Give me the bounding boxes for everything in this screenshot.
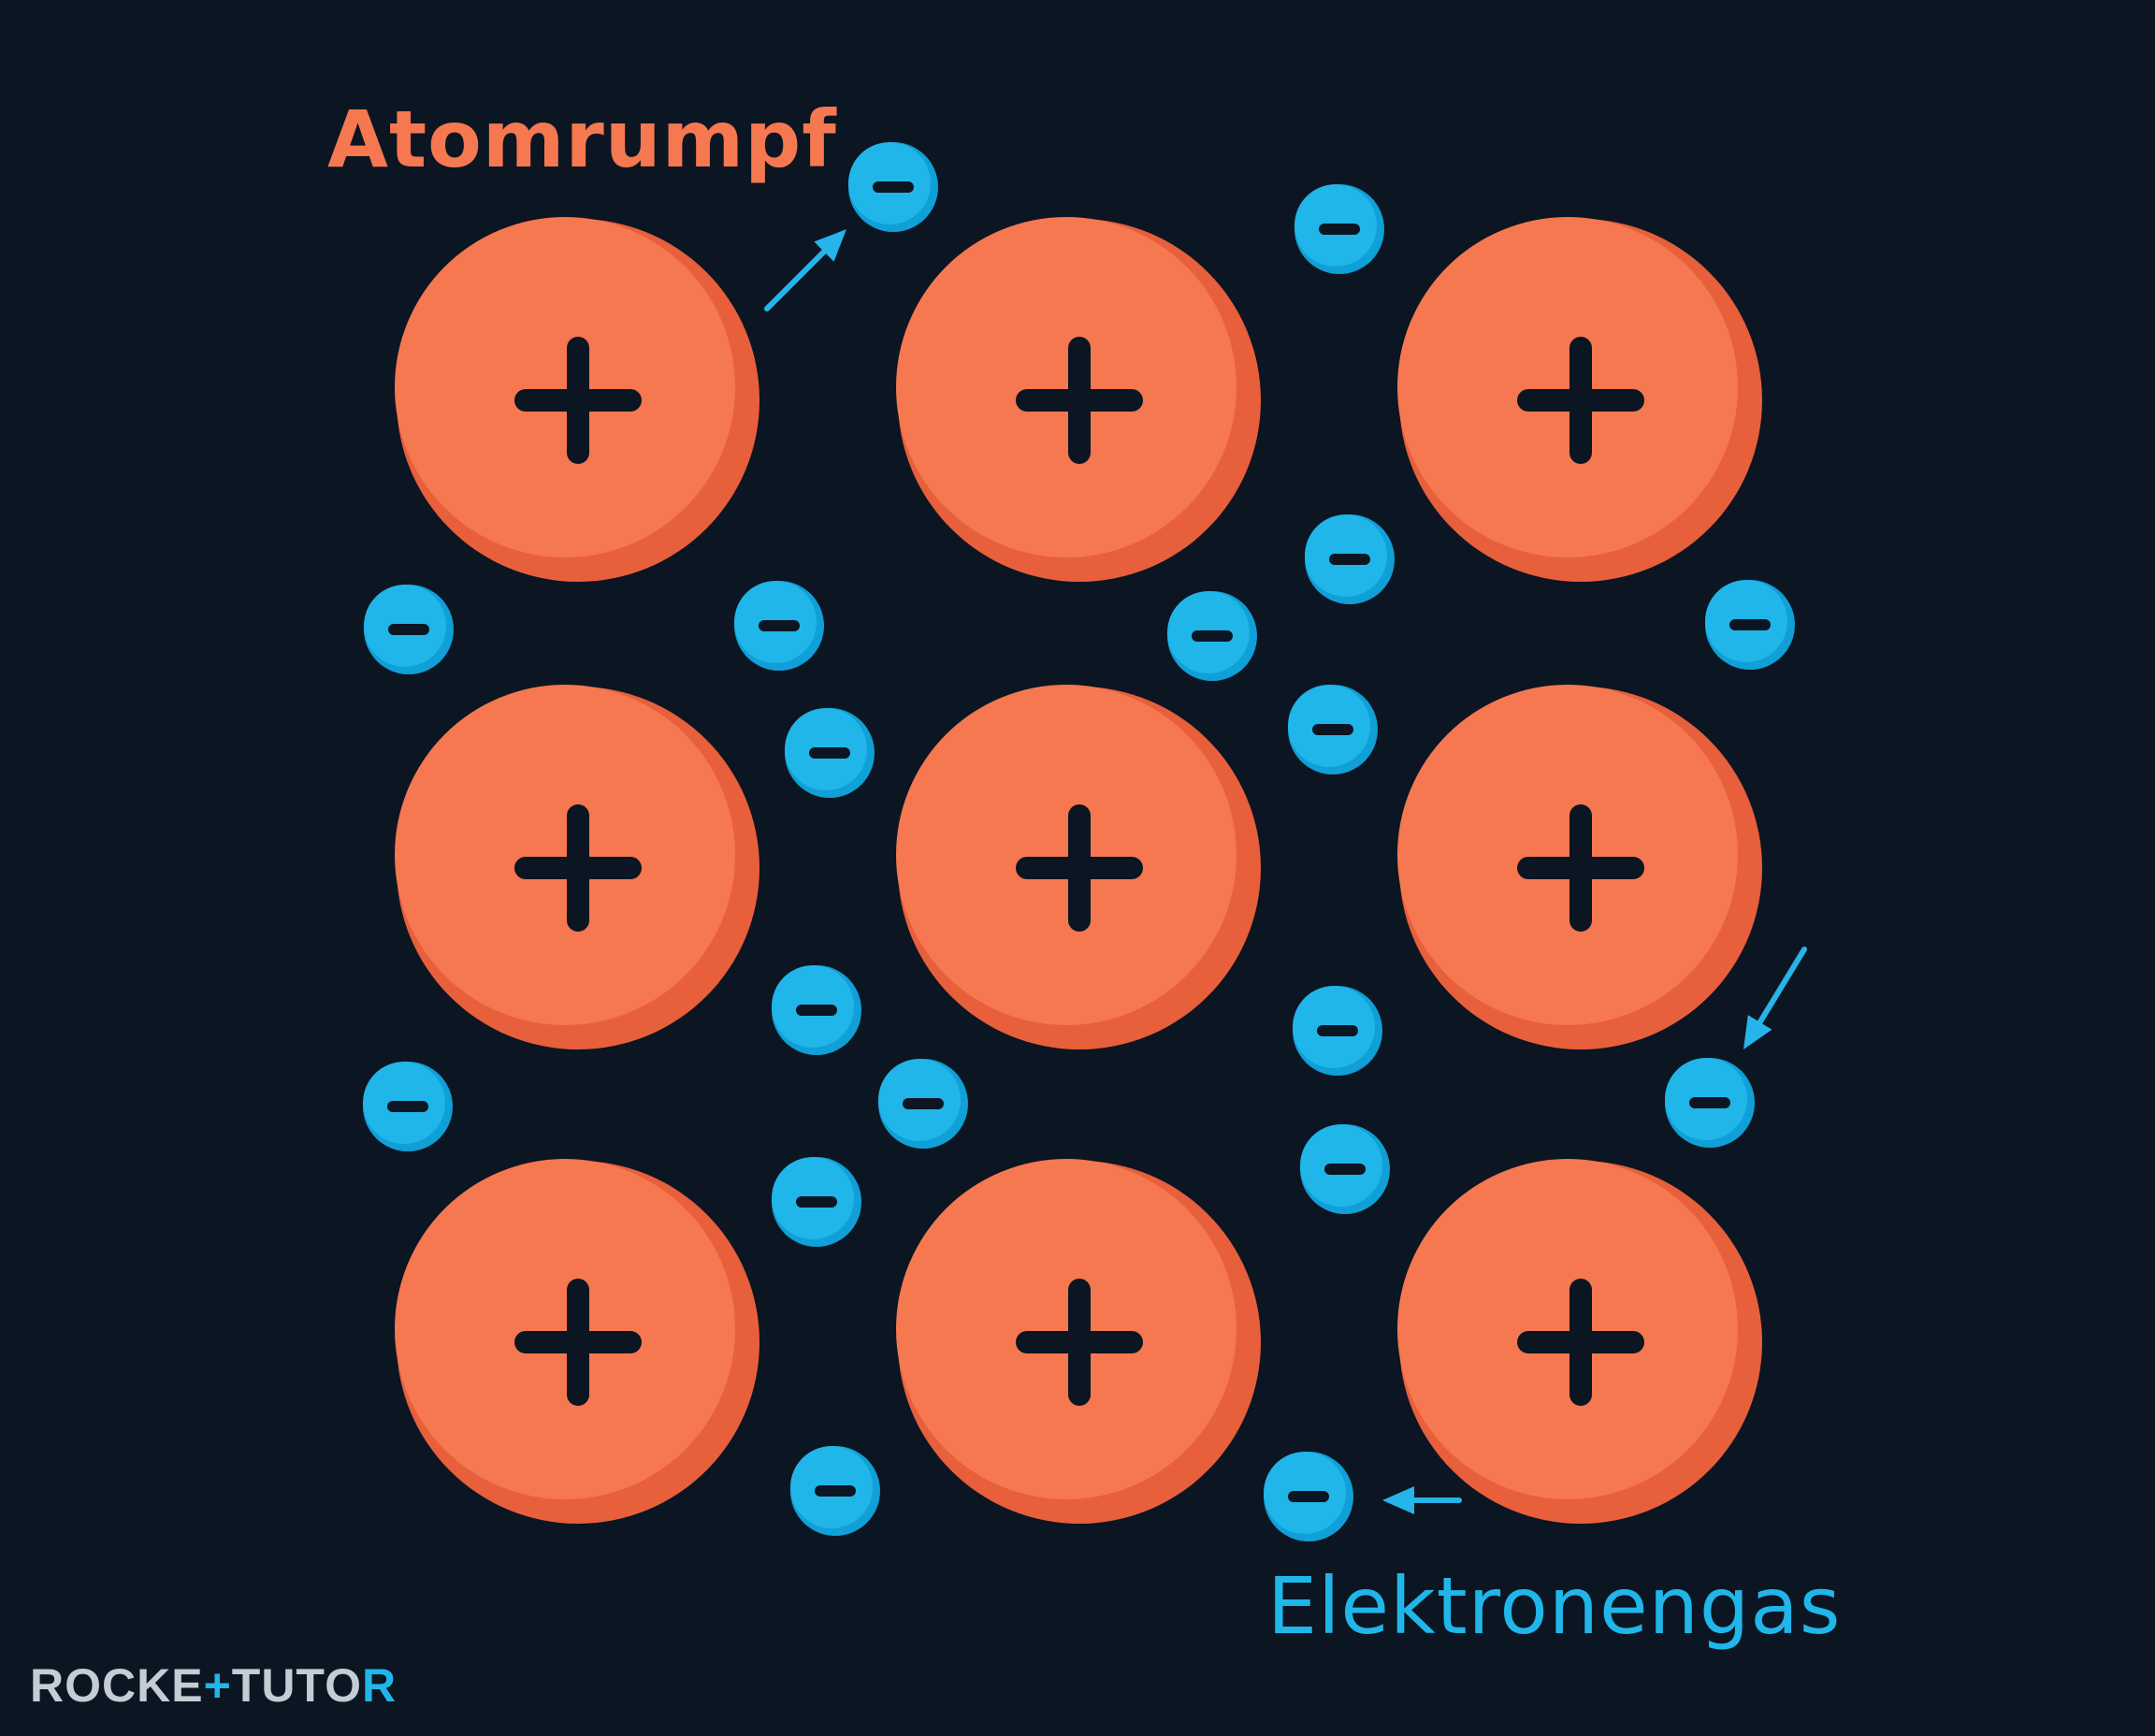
atom-core-highlight [1397, 1159, 1738, 1499]
electron-8 [785, 708, 875, 798]
logo-text-part: ROCKE [30, 1659, 204, 1712]
atom-core-highlight [896, 685, 1237, 1025]
electron-2 [1294, 184, 1384, 274]
atom-core-highlight [395, 217, 735, 557]
atom-core-6 [1397, 685, 1762, 1049]
arrow-head [814, 229, 846, 262]
atom-core-1 [395, 217, 759, 582]
electron-7 [1705, 580, 1795, 670]
electron-14 [1665, 1058, 1755, 1148]
atom-core-highlight [395, 1159, 735, 1499]
arrow-shaft [764, 246, 830, 311]
electron-6 [1167, 591, 1257, 681]
atom-core-3 [1397, 217, 1762, 582]
electron-gas-label: Elektronengas [1267, 1560, 1842, 1652]
electron-13 [878, 1059, 968, 1149]
electron-gas [363, 142, 1795, 1541]
atom-core-4 [395, 685, 759, 1049]
arrow-head [1382, 1486, 1414, 1514]
electron-4 [364, 585, 454, 674]
electron-12 [363, 1062, 453, 1151]
atom-core-label: Atomrumpf [327, 94, 837, 185]
electron-gas-label-arrow [1382, 1486, 1462, 1514]
electron-5 [734, 581, 824, 671]
atom-core-highlight [896, 1159, 1237, 1499]
atom-core-8 [896, 1159, 1261, 1524]
logo-text-part: TUTO [231, 1659, 362, 1712]
atom-core-5 [896, 685, 1261, 1049]
electron-9 [1288, 685, 1378, 774]
atom-core-highlight [896, 217, 1237, 557]
atom-core-2 [896, 217, 1261, 582]
electron-17 [790, 1446, 880, 1536]
rocket-tutor-logo: ROCKE+TUTOR [30, 1658, 397, 1713]
atom-core-highlight [1397, 685, 1738, 1025]
electron-10 [772, 965, 861, 1055]
electron-1 [848, 142, 938, 232]
logo-accent-r: R [361, 1659, 398, 1712]
atom-core-7 [395, 1159, 759, 1524]
electron-16 [772, 1157, 861, 1247]
arrow-head [1743, 1015, 1772, 1049]
atom-core-highlight [395, 685, 735, 1025]
arrow-shaft [1755, 947, 1807, 1029]
electron-3 [1305, 514, 1395, 604]
atom-core-lattice [395, 217, 1762, 1524]
logo-plus-accent: + [203, 1659, 232, 1712]
annotation-arrows [764, 229, 1807, 1514]
electron-pointer-arrow [1743, 947, 1807, 1049]
atom-core-label-arrow [764, 229, 846, 311]
atom-core-highlight [1397, 217, 1738, 557]
atom-core-9 [1397, 1159, 1762, 1524]
electron-11 [1293, 986, 1382, 1076]
electron-18 [1264, 1452, 1353, 1541]
electron-15 [1300, 1124, 1390, 1214]
